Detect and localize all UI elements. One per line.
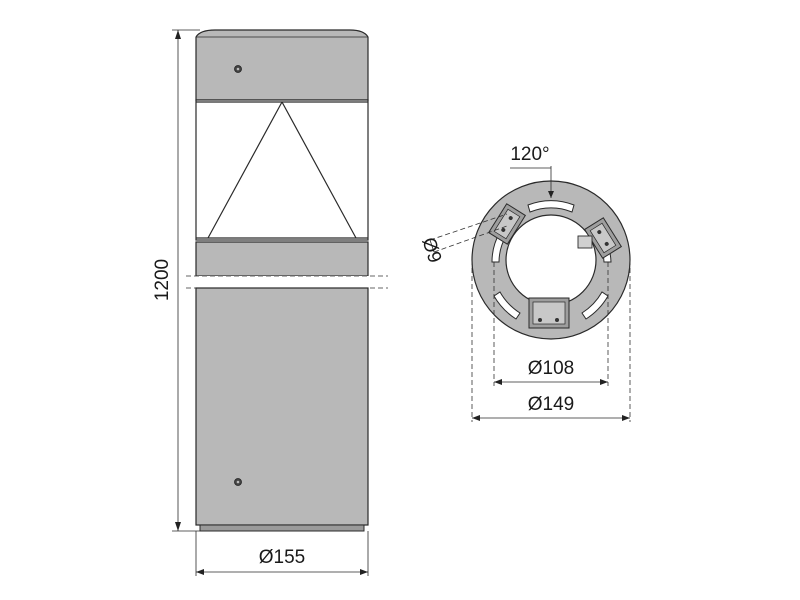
inner-diameter-dimension: Ø108 (493, 262, 609, 386)
reflector-cone (207, 101, 357, 239)
arc-slots (491, 200, 612, 320)
side-diameter-dimension: Ø155 (195, 531, 369, 576)
diffuser-section (195, 99, 369, 241)
angle-annotation: 120° (510, 144, 554, 198)
bollard-base (199, 524, 365, 532)
height-dimension: 1200 (152, 29, 200, 532)
mounting-bracket-left (487, 203, 527, 245)
outer-diameter-dimension: Ø149 (471, 260, 631, 422)
bollard-side-view (186, 29, 388, 532)
bollard-upper-body (195, 241, 369, 277)
mounting-bracket-bottom (528, 297, 570, 329)
terminal-block (577, 235, 593, 249)
inner-diameter-label: Ø108 (528, 358, 574, 379)
side-diameter-label: Ø155 (259, 547, 305, 568)
bollard-top-view (471, 180, 631, 340)
outer-diameter-label: Ø149 (528, 394, 574, 415)
height-label: 1200 (152, 259, 173, 301)
angle-label: 120° (510, 144, 549, 165)
arc-slot-lower-left (493, 291, 521, 320)
bollard-lower-body (195, 287, 369, 526)
hole-label: Ø9 (417, 235, 445, 266)
bollard-top-cap (195, 29, 369, 101)
mounting-bracket-right (583, 217, 623, 259)
inner-opening (505, 214, 597, 306)
arc-slot-top (527, 200, 575, 213)
